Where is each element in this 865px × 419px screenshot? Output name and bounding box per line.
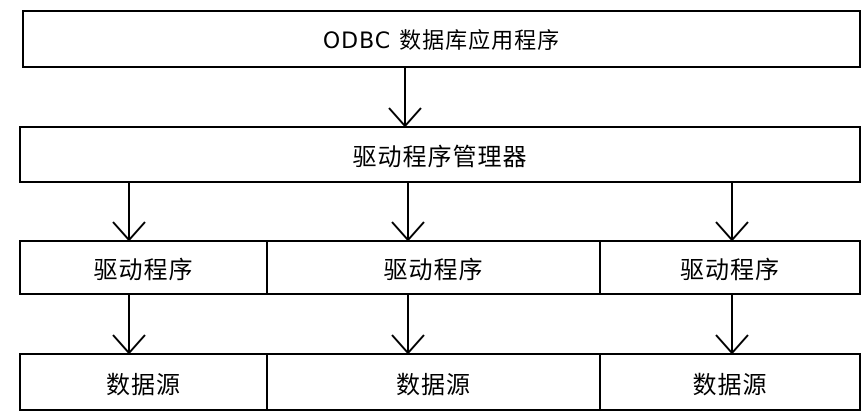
data-source-label-3: 数据源 xyxy=(692,370,768,399)
data-source-label-2: 数据源 xyxy=(396,370,471,399)
driver-box-1: 驱动程序 xyxy=(19,240,268,295)
data-source-box-1: 数据源 xyxy=(19,353,268,411)
driver-manager-label: 驱动程序管理器 xyxy=(352,143,528,171)
driver-box-2: 驱动程序 xyxy=(266,240,601,295)
data-source-box-2: 数据源 xyxy=(266,353,601,411)
driver-box-3: 驱动程序 xyxy=(599,240,861,295)
data-source-label-1: 数据源 xyxy=(106,370,181,399)
driver-label-3: 驱动程序 xyxy=(680,256,780,284)
odbc-application-box: ODBC 数据库应用程序 xyxy=(22,10,861,68)
odbc-application-label: ODBC 数据库应用程序 xyxy=(322,29,561,54)
data-source-box-3: 数据源 xyxy=(599,353,861,411)
driver-label-2: 驱动程序 xyxy=(383,256,484,284)
driver-label-1: 驱动程序 xyxy=(93,256,194,284)
driver-manager-box: 驱动程序管理器 xyxy=(19,126,861,183)
